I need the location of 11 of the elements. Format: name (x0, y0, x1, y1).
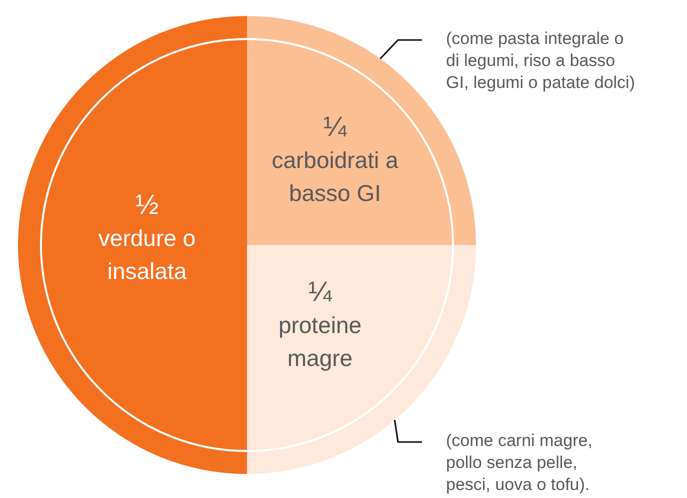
fraction-label: ½ (134, 188, 160, 222)
plate-half-sector (18, 16, 247, 474)
leader-line (380, 39, 422, 60)
leader-line (394, 420, 422, 443)
food-group-label: proteine magre (277, 311, 363, 373)
food-group-label: carboidrati a basso GI (270, 146, 400, 208)
food-group-label: verdure o insalata (97, 224, 197, 286)
note-text: (come pasta integrale o di legumi, riso a basso GI, legumi o patate dolci) (422, 28, 638, 94)
fraction-label: ¼ (322, 110, 348, 144)
note-text: (come carni magre, pollo senza pelle, pesci, uova o tofu). (422, 430, 606, 496)
fraction-label: ¼ (307, 275, 333, 309)
